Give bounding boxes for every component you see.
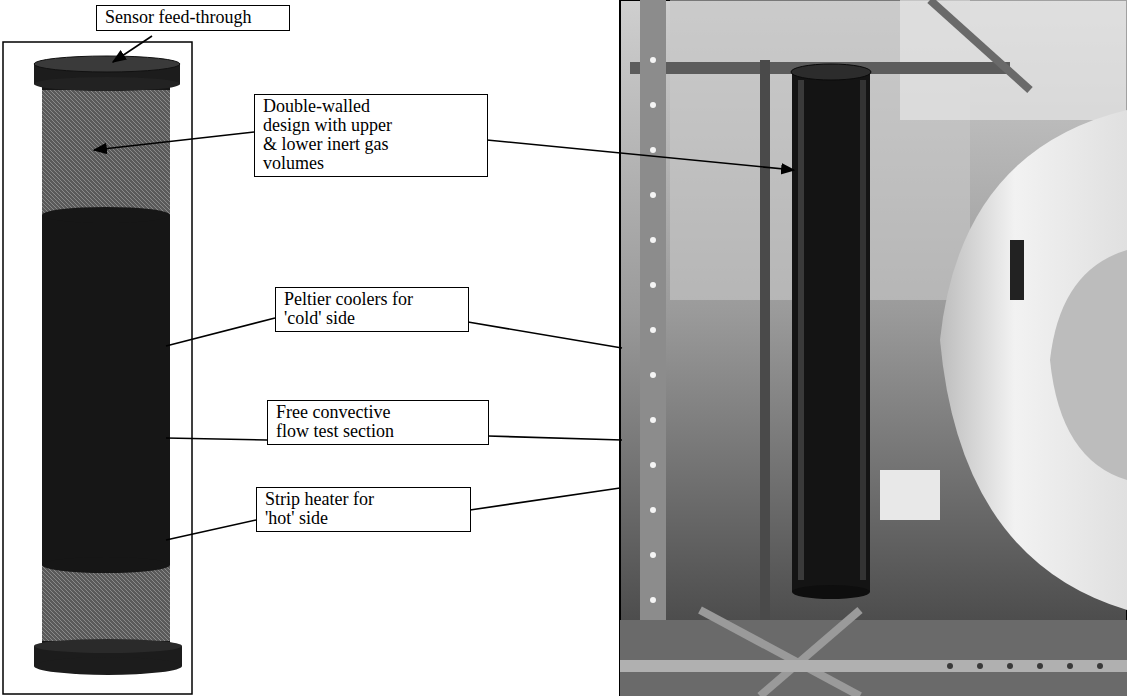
label-text: Free convective flow test section <box>276 403 421 441</box>
label-box: Sensor feed-through <box>96 5 290 31</box>
label-text: Strip heater for 'hot' side <box>265 490 397 528</box>
label-box: Free convective flow test section <box>267 400 489 445</box>
schematic-cylinder <box>3 42 192 694</box>
label-box: Strip heater for 'hot' side <box>256 487 471 532</box>
label-box: Double-walled design with upper & lower … <box>254 94 488 177</box>
label-text: Double-walled design with upper & lower … <box>263 97 403 173</box>
leader-lines <box>94 36 794 540</box>
label-text: Sensor feed-through <box>105 8 281 27</box>
label-text: Peltier coolers for 'cold' side <box>284 290 419 328</box>
apparatus-photo <box>620 0 1127 696</box>
label-box: Peltier coolers for 'cold' side <box>275 287 469 332</box>
